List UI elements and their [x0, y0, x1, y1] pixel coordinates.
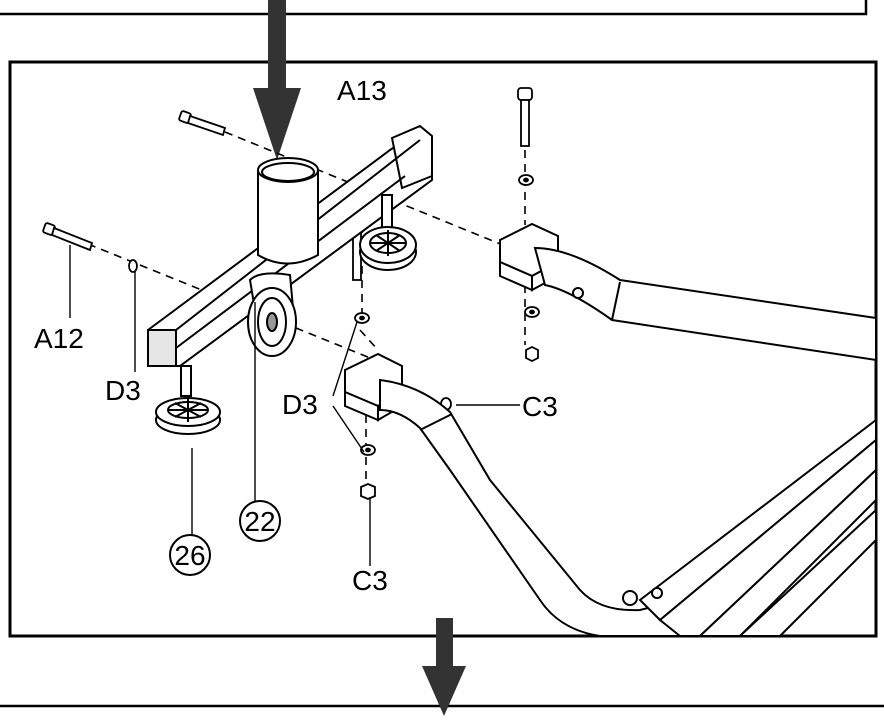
label-c3-bottom: C3: [352, 565, 388, 596]
flow-arrow-down-top: [253, 0, 301, 160]
leader-lines: [69, 245, 520, 566]
caster-wheel-22: [247, 272, 297, 357]
washers-and-nuts: [128, 174, 540, 500]
frame-rails: [622, 417, 877, 637]
leveling-foot-rear: [359, 194, 417, 271]
leveling-foot-26: [155, 365, 221, 435]
flow-arrow-down-bottom: [422, 618, 466, 716]
part-callout-26: 26: [169, 534, 211, 576]
previous-step-frame: [0, 0, 868, 16]
part-callout-22: 22: [239, 500, 281, 542]
label-d3-left: D3: [105, 375, 141, 406]
label-c3-right: C3: [522, 391, 558, 422]
label-a13: A13: [337, 75, 387, 106]
bolt-top-left: [178, 110, 227, 137]
label-d3-center: D3: [282, 389, 318, 420]
part-number-22: 22: [244, 506, 275, 537]
label-a12: A12: [34, 323, 84, 354]
bolt-right-vertical: [517, 87, 533, 147]
part-number-26: 26: [174, 540, 205, 571]
bolt-a12: [42, 222, 94, 252]
center-post: [257, 157, 319, 265]
tube-upper: [533, 246, 877, 362]
